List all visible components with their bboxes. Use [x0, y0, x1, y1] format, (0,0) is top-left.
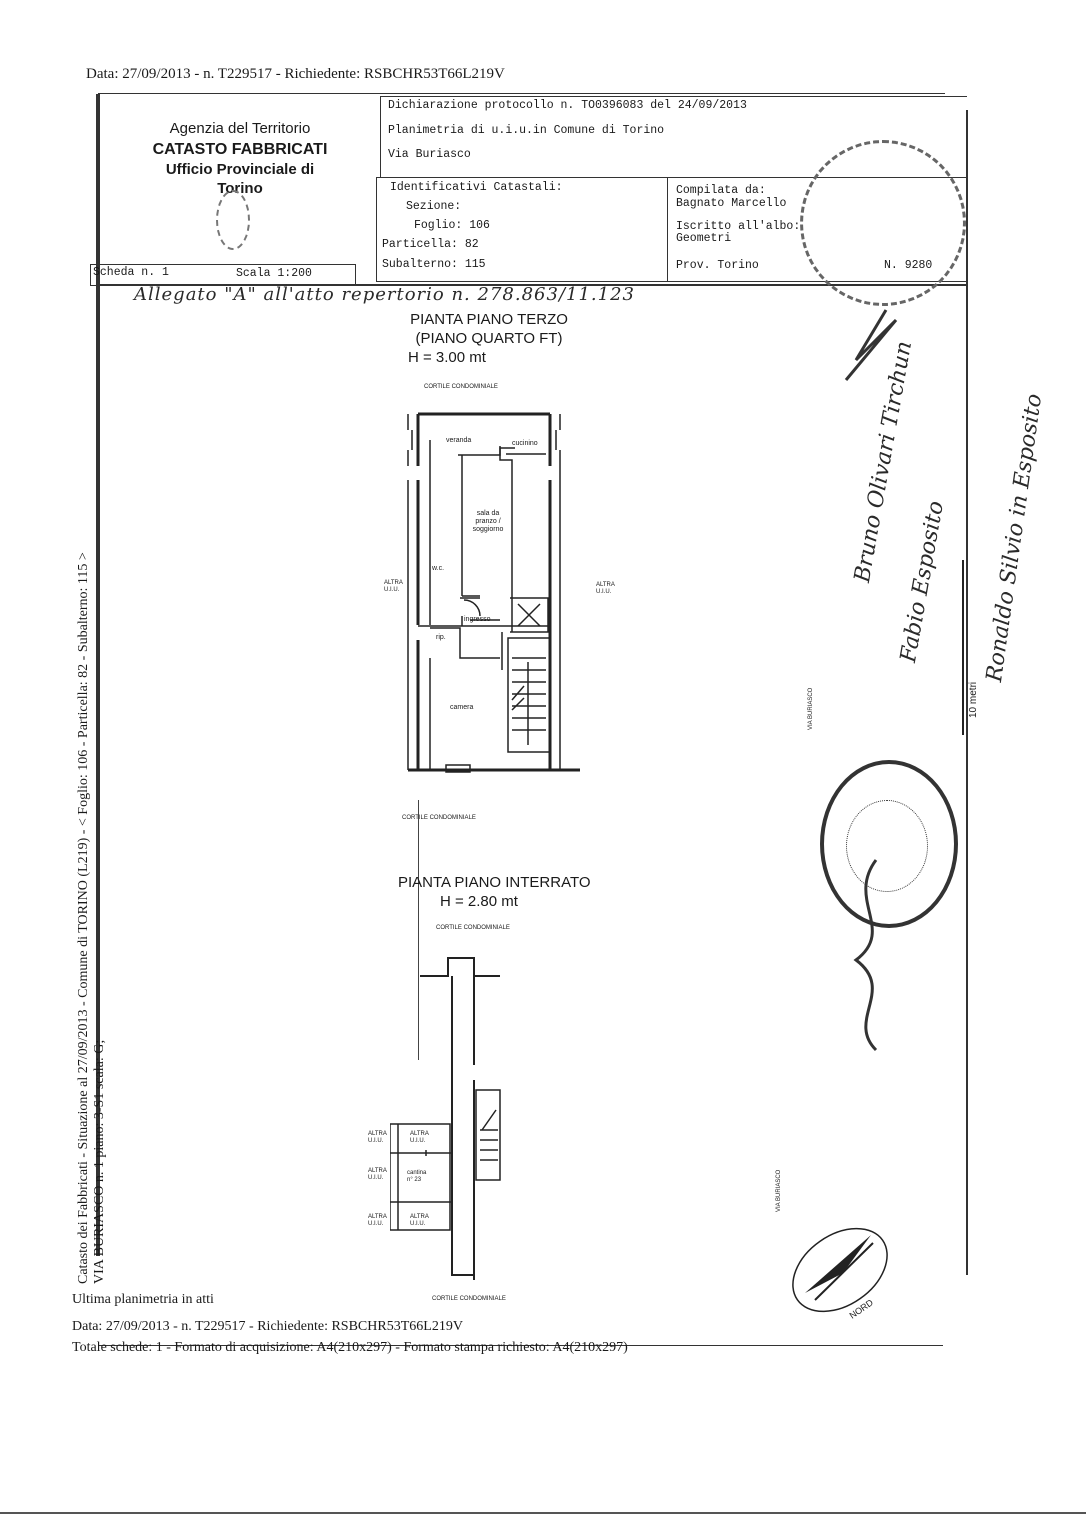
- frame-right: [966, 110, 968, 1275]
- scheda-box: [90, 264, 356, 286]
- upper-plan-subtitle: (PIANO QUARTO FT): [415, 330, 563, 347]
- lower-cortile-bottom: CORTILE CONDOMINIALE: [432, 1296, 506, 1302]
- plan-divider: [418, 800, 419, 1060]
- room-rip: rip.: [436, 634, 446, 641]
- upper-altra-right: ALTRA U.I.U.: [596, 582, 615, 595]
- office-seal-icon: [216, 190, 250, 250]
- lower-altra-3: ALTRA U.I.U.: [368, 1168, 387, 1181]
- compiler-name: Bagnato Marcello: [676, 197, 787, 210]
- side-address-info: VIA BURIASCO n. 1 piano: 3-S1 scala: G;: [92, 1039, 107, 1284]
- lower-altra-2: ALTRA U.I.U.: [410, 1131, 429, 1144]
- scheda-scale: Scala 1:200: [236, 267, 312, 280]
- room-cantina: cantina n° 23: [407, 1170, 427, 1183]
- upper-cortile-bottom: CORTILE CONDOMINIALE: [402, 815, 476, 821]
- agency-block: Agenzia del Territorio CATASTO FABBRICAT…: [100, 120, 380, 197]
- notary-seal-inner-icon: [846, 800, 928, 892]
- upper-plan-title: PIANTA PIANO TERZO: [410, 311, 568, 328]
- frame-left: [96, 94, 100, 1256]
- albo-label: Iscritto all'albo:: [676, 220, 801, 233]
- lower-plan-height: H = 2.80 mt: [440, 893, 518, 910]
- frame-bottom: [98, 1345, 943, 1346]
- albo-value: Geometri: [676, 232, 732, 245]
- signature-strokes: [844, 309, 898, 1052]
- subalterno-field: Subalterno: 115: [382, 258, 486, 271]
- sezione-field: Sezione:: [406, 200, 462, 213]
- footer-last-planimetry: Ultima planimetria in atti: [72, 1292, 214, 1307]
- lower-floor-plan: [390, 957, 501, 1280]
- room-sala: sala da pranzo / soggiorno: [472, 510, 504, 533]
- scale-bar-label: 10 metri: [968, 681, 979, 718]
- identifiers-box: [376, 177, 668, 282]
- lower-cortile-top: CORTILE CONDOMINIALE: [436, 925, 510, 931]
- lower-plan-title-block: PIANTA PIANO INTERRATO H = 2.80 mt: [398, 873, 591, 911]
- round-stamp-top-icon: [800, 140, 966, 306]
- allegato-handwritten: Allegato "A" all'atto repertorio n. 278.…: [134, 284, 635, 305]
- upper-plan-height: H = 3.00 mt: [408, 349, 486, 366]
- notary-seal-icon: [820, 760, 958, 928]
- agency-name: Agenzia del Territorio: [169, 120, 311, 137]
- frame-top: [98, 93, 945, 94]
- lower-altra-4: ALTRA U.I.U.: [368, 1214, 387, 1227]
- scale-bar: [962, 560, 964, 735]
- planimetry-line: Planimetria di u.i.u.in Comune di Torino: [388, 124, 665, 137]
- room-camera: camera: [450, 704, 474, 711]
- footer-request-line: Data: 27/09/2013 - n. T229517 - Richiede…: [72, 1319, 463, 1334]
- upper-altra-left: ALTRA U.I.U.: [384, 580, 403, 593]
- lower-altra-5: ALTRA U.I.U.: [410, 1214, 429, 1227]
- particella-field: Particella: 82: [382, 238, 479, 251]
- province-field: Prov. Torino: [676, 259, 759, 272]
- footer-format-line: Totale schede: 1 - Formato di acquisizio…: [72, 1340, 628, 1355]
- upper-plan-title-block: PIANTA PIANO TERZO (PIANO QUARTO FT) H =…: [386, 310, 592, 367]
- upper-cortile-top: CORTILE CONDOMINIALE: [424, 384, 498, 390]
- compiler-label: Compilata da:: [676, 184, 766, 197]
- protocol-line: Dichiarazione protocollo n. TO0396083 de…: [388, 99, 747, 112]
- street-line: Via Buriasco: [388, 148, 471, 161]
- upper-via-label: VIA BURIASCO: [808, 687, 814, 730]
- side-cadastral-info: Catasto dei Fabbricati - Situazione al 2…: [76, 552, 91, 1284]
- catasto-title: CATASTO FABBRICATI: [152, 141, 328, 158]
- header-request-line: Data: 27/09/2013 - n. T229517 - Richiede…: [86, 66, 505, 82]
- lower-altra-1: ALTRA U.I.U.: [368, 1131, 387, 1144]
- lower-via-label: VIA BURIASCO: [776, 1169, 782, 1212]
- scheda-number: Scheda n. 1: [93, 266, 169, 279]
- north-arrow-icon: [792, 1227, 888, 1313]
- room-cucinino: cucinino: [512, 440, 538, 447]
- room-veranda: veranda: [446, 437, 472, 444]
- foglio-field: Foglio: 106: [414, 219, 490, 232]
- lower-plan-title: PIANTA PIANO INTERRATO: [398, 874, 591, 891]
- room-wc: w.c.: [432, 565, 445, 572]
- upper-floor-plan: [407, 412, 580, 773]
- header-divider: [98, 284, 968, 286]
- identifiers-title: Identificativi Catastali:: [390, 181, 563, 194]
- ufficio-line: Ufficio Provinciale di: [165, 161, 315, 178]
- signature-3: Ronaldo Silvio in Esposito: [982, 392, 1048, 684]
- scan-edge: [0, 1512, 1086, 1514]
- room-ingresso: ingresso: [464, 616, 491, 623]
